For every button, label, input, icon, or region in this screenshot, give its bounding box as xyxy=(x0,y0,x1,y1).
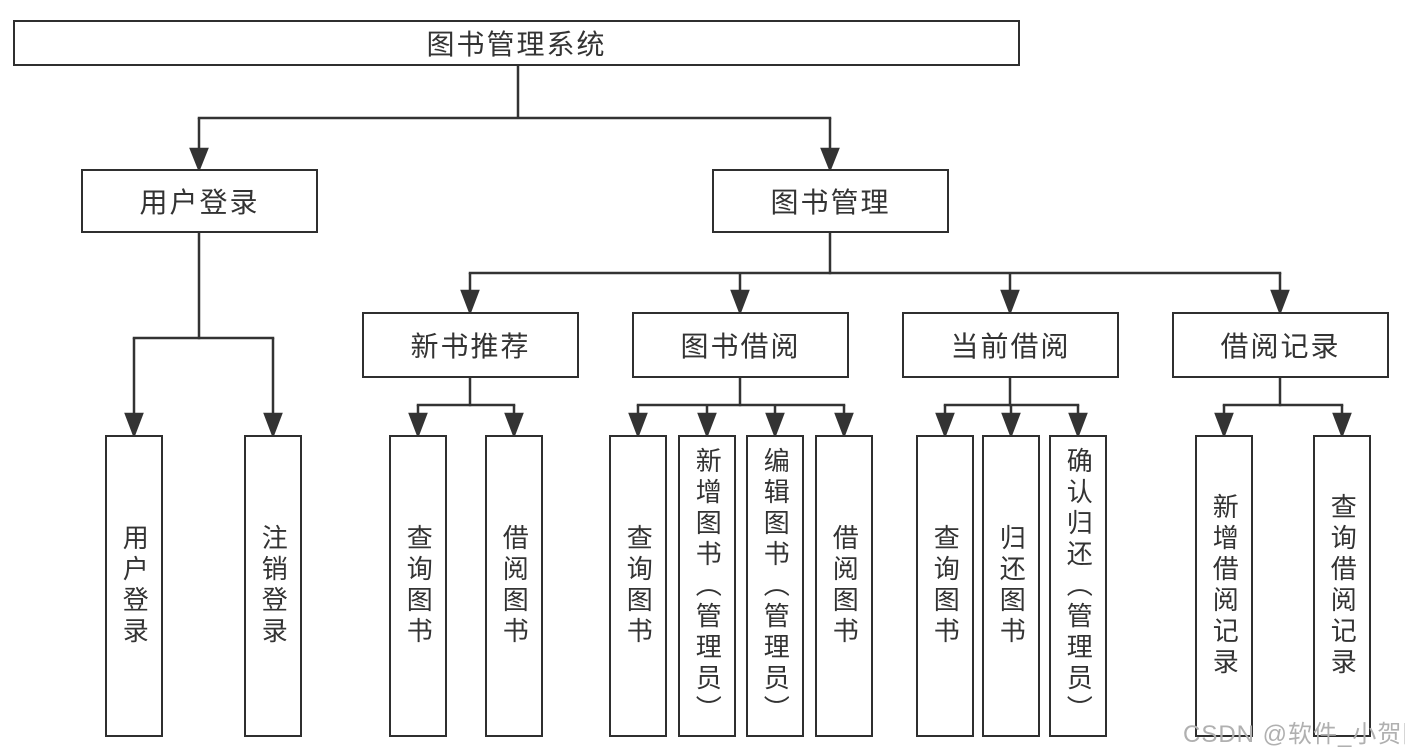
leaf-borrow-books-label: 借阅图书 xyxy=(829,524,860,648)
leaf-recommend-query-books: 查询图书 xyxy=(389,435,447,737)
leaf-borrow-books: 借阅图书 xyxy=(815,435,873,737)
leaf-add-books-admin: 新增图书（管理员） xyxy=(678,435,736,737)
node-root-system: 图书管理系统 xyxy=(13,20,1020,66)
leaf-borrowing-query-books: 查询图书 xyxy=(609,435,667,737)
node-borrowing-records-label: 借阅记录 xyxy=(1220,331,1341,362)
node-book-management: 图书管理 xyxy=(712,169,949,233)
node-book-borrowing-label: 图书借阅 xyxy=(680,331,801,362)
node-user-login: 用户登录 xyxy=(81,169,318,233)
leaf-recommend-borrow-books: 借阅图书 xyxy=(485,435,543,737)
node-book-borrowing: 图书借阅 xyxy=(632,312,849,378)
node-new-book-recommendation-label: 新书推荐 xyxy=(410,331,531,362)
leaf-confirm-return-admin-label: 确认归还（管理员） xyxy=(1063,446,1094,726)
node-borrowing-records: 借阅记录 xyxy=(1172,312,1389,378)
node-root-system-label: 图书管理系统 xyxy=(426,29,607,60)
leaf-confirm-return-admin: 确认归还（管理员） xyxy=(1049,435,1107,737)
leaf-borrowing-query-books-label: 查询图书 xyxy=(623,524,654,648)
leaf-user-login: 用户登录 xyxy=(105,435,163,737)
leaf-edit-books-admin-label: 编辑图书（管理员） xyxy=(760,446,791,726)
leaf-logout-label: 注销登录 xyxy=(258,524,289,648)
leaf-add-borrow-record: 新增借阅记录 xyxy=(1195,435,1253,737)
node-current-borrowing: 当前借阅 xyxy=(902,312,1119,378)
leaf-current-query-books-label: 查询图书 xyxy=(930,524,961,648)
node-book-management-label: 图书管理 xyxy=(770,187,891,218)
leaf-edit-books-admin: 编辑图书（管理员） xyxy=(746,435,804,737)
node-new-book-recommendation: 新书推荐 xyxy=(362,312,579,378)
leaf-recommend-query-books-label: 查询图书 xyxy=(403,524,434,648)
leaf-user-login-label: 用户登录 xyxy=(119,524,150,648)
leaf-add-books-admin-label: 新增图书（管理员） xyxy=(692,446,723,726)
csdn-watermark: CSDN @软件_小贺同学 xyxy=(1183,721,1405,747)
leaf-return-books-label: 归还图书 xyxy=(996,524,1027,648)
leaf-query-borrow-record-label: 查询借阅记录 xyxy=(1327,493,1358,679)
leaf-logout: 注销登录 xyxy=(244,435,302,737)
leaf-add-borrow-record-label: 新增借阅记录 xyxy=(1209,493,1240,679)
node-current-borrowing-label: 当前借阅 xyxy=(950,331,1071,362)
node-user-login-label: 用户登录 xyxy=(139,187,260,218)
leaf-recommend-borrow-books-label: 借阅图书 xyxy=(499,524,530,648)
leaf-current-query-books: 查询图书 xyxy=(916,435,974,737)
leaf-query-borrow-record: 查询借阅记录 xyxy=(1313,435,1371,737)
leaf-return-books: 归还图书 xyxy=(982,435,1040,737)
